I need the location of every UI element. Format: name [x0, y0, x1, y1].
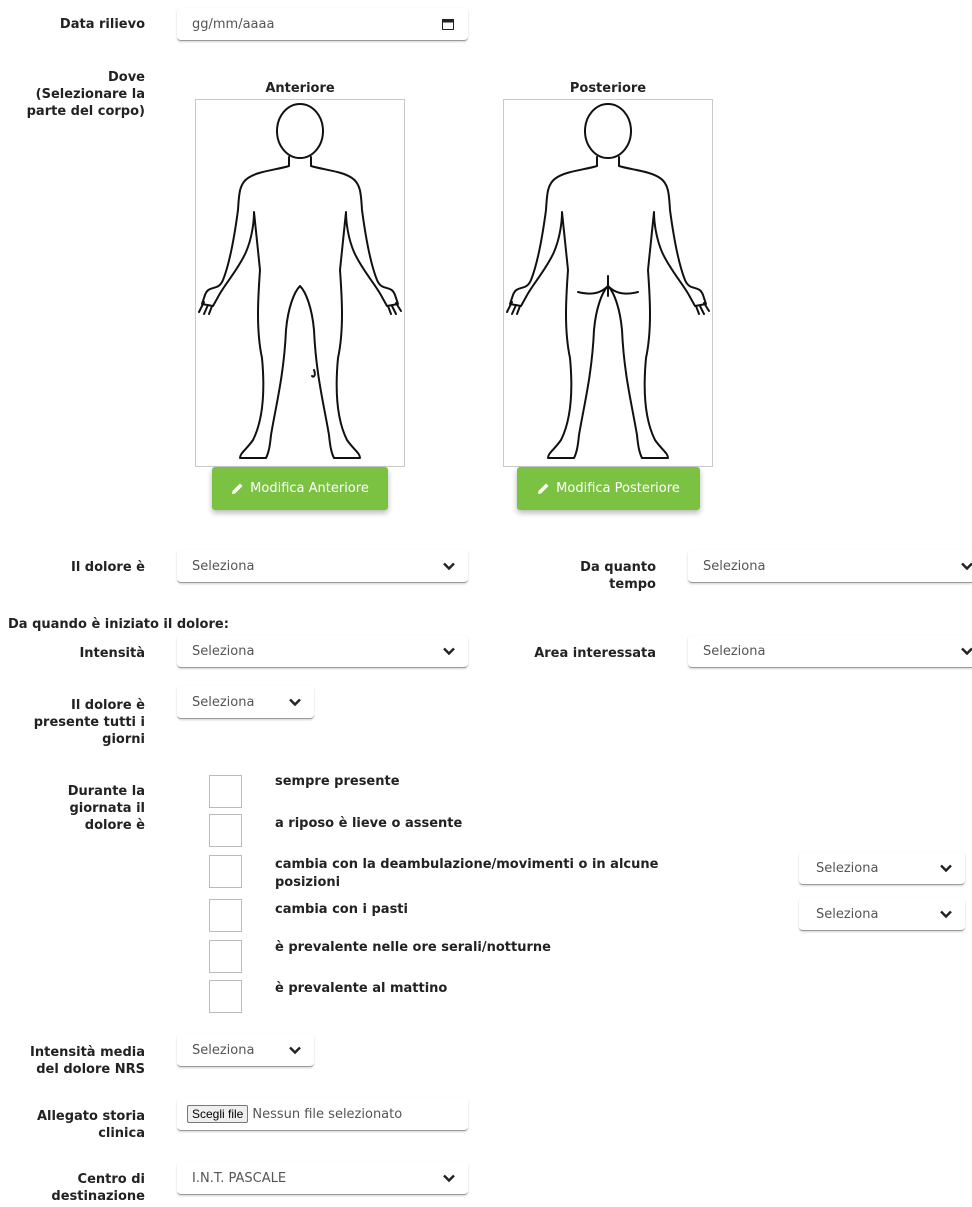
modifica-posteriore-label: Modifica Posteriore	[556, 481, 680, 496]
anterior-body-figure[interactable]	[195, 99, 405, 467]
intensita-media-label: Intensità media del dolore NRS	[30, 1045, 145, 1077]
intensita-media-select[interactable]: Seleziona	[177, 1034, 314, 1067]
chevron-down-icon	[443, 1174, 455, 1183]
data-rilievo-input[interactable]: gg/mm/aaaa	[177, 8, 468, 41]
centro-value: I.N.T. PASCALE	[192, 1170, 287, 1186]
il-dolore-e-select[interactable]: Seleziona	[177, 550, 468, 583]
chevron-down-icon	[443, 647, 455, 656]
area-interessata-select[interactable]: Seleziona	[688, 635, 972, 668]
checkbox-deambulazione[interactable]	[209, 855, 242, 888]
da-quanto-tempo-value: Seleziona	[703, 558, 766, 574]
data-rilievo-label: Data rilievo	[59, 17, 145, 32]
dove-label: Dove (Selezionare la parte del corpo)	[26, 70, 145, 119]
option-sempre-presente: sempre presente	[275, 774, 400, 789]
allegato-label: Allegato storia clinica	[36, 1109, 145, 1141]
chevron-down-icon	[961, 647, 972, 656]
scegli-file-button[interactable]: Scegli file	[187, 1105, 249, 1123]
chevron-down-icon	[289, 698, 301, 707]
checkbox-serali-notturne[interactable]	[209, 940, 242, 973]
modifica-anteriore-label: Modifica Anteriore	[250, 481, 369, 496]
da-quanto-tempo-label: Da quanto tempo	[580, 560, 656, 592]
option-pasti: cambia con i pasti	[275, 902, 408, 917]
option-serali-notturne: è prevalente nelle ore serali/notturne	[275, 940, 551, 955]
modifica-posteriore-button[interactable]: Modifica Posteriore	[517, 467, 700, 510]
checkbox-mattino[interactable]	[209, 980, 242, 1013]
chevron-down-icon	[940, 864, 952, 873]
modifica-anteriore-button[interactable]: Modifica Anteriore	[212, 467, 388, 510]
durante-giornata-label: Durante la giornata il dolore è	[67, 784, 145, 833]
tutti-i-giorni-value: Seleziona	[192, 694, 255, 710]
data-rilievo-placeholder: gg/mm/aaaa	[192, 16, 275, 32]
il-dolore-e-value: Seleziona	[192, 558, 255, 574]
area-interessata-value: Seleziona	[703, 643, 766, 659]
area-interessata-label: Area interessata	[534, 646, 656, 661]
checkbox-a-riposo[interactable]	[209, 814, 242, 847]
pencil-icon	[232, 483, 243, 494]
chevron-down-icon	[289, 1046, 301, 1055]
da-quanto-tempo-select[interactable]: Seleziona	[688, 550, 972, 583]
intensita-value: Seleziona	[192, 643, 255, 659]
section-heading: Da quando è iniziato il dolore:	[8, 617, 229, 632]
chevron-down-icon	[961, 562, 972, 571]
checkbox-sempre-presente[interactable]	[209, 775, 242, 808]
allegato-file-input[interactable]: Scegli file Nessun file selezionato	[177, 1098, 468, 1131]
option-mattino: è prevalente al mattino	[275, 981, 448, 996]
anterior-body-image[interactable]	[196, 100, 404, 466]
posterior-body-image[interactable]	[504, 100, 712, 466]
anterior-title: Anteriore	[265, 81, 335, 96]
pencil-icon	[538, 483, 549, 494]
tutti-i-giorni-label: Il dolore è presente tutti i giorni	[33, 698, 145, 747]
intensita-select[interactable]: Seleziona	[177, 635, 468, 668]
chevron-down-icon	[940, 910, 952, 919]
file-status: Nessun file selezionato	[252, 1106, 403, 1122]
deambulazione-select[interactable]: Seleziona	[799, 852, 965, 885]
tutti-i-giorni-select[interactable]: Seleziona	[177, 686, 314, 719]
pasti-value: Seleziona	[816, 906, 879, 922]
calendar-icon[interactable]	[442, 18, 454, 30]
option-a-riposo: a riposo è lieve o assente	[275, 816, 463, 831]
intensita-label: Intensità	[79, 646, 145, 661]
option-deambulazione: cambia con la deambulazione/movimenti o …	[275, 857, 659, 890]
il-dolore-e-label: Il dolore è	[70, 560, 145, 575]
checkbox-pasti[interactable]	[209, 899, 242, 932]
chevron-down-icon	[443, 562, 455, 571]
posterior-title: Posteriore	[569, 81, 647, 96]
deambulazione-value: Seleziona	[816, 860, 879, 876]
intensita-media-value: Seleziona	[192, 1042, 255, 1058]
centro-select[interactable]: I.N.T. PASCALE	[177, 1162, 468, 1195]
posterior-body-figure[interactable]	[503, 99, 713, 467]
centro-label: Centro di destinazione	[51, 1172, 145, 1204]
pasti-select[interactable]: Seleziona	[799, 898, 965, 931]
